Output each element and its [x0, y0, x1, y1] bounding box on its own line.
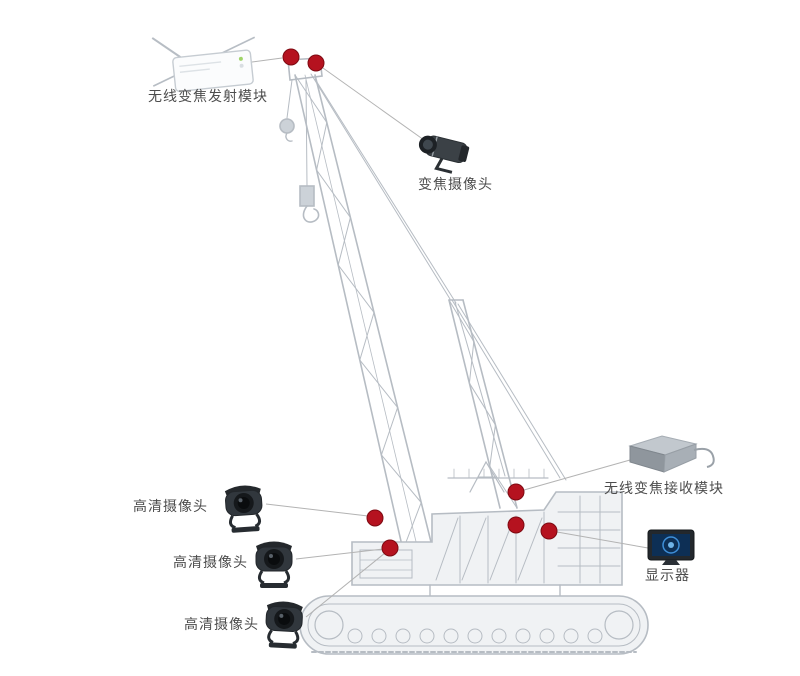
crane-superstructure: [351, 460, 623, 586]
connector-zoom-camera: [322, 67, 425, 141]
marker-body-right-1: [507, 483, 525, 501]
hd-camera-label-2: 高清摄像头: [173, 555, 248, 571]
connector-monitor: [556, 531, 649, 549]
crane-derrick-mast: [448, 299, 518, 509]
connector-hd-camera-1: [265, 503, 369, 517]
hd-camera-icon-3: [263, 599, 305, 651]
hd-camera-icon-2: [254, 540, 294, 590]
crane-main-boom: [287, 57, 434, 555]
crane-cables: [310, 73, 567, 481]
receiver-module-icon: [628, 435, 715, 473]
hd-camera-label-1: 高清摄像头: [133, 499, 208, 515]
transmitter-module-icon: [151, 36, 256, 93]
connector-transmitter: [251, 57, 283, 63]
marker-boom-tip-1: [282, 48, 300, 66]
transmitter-label: 无线变焦发射模块: [148, 89, 268, 105]
marker-body-right-2: [507, 516, 525, 534]
hd-camera-label-3: 高清摄像头: [184, 617, 259, 633]
connector-receiver: [523, 459, 631, 491]
monitor-label: 显示器: [645, 568, 690, 584]
position-markers: [282, 48, 558, 557]
monitor-icon: [647, 529, 695, 565]
zoom-camera-label: 变焦摄像头: [418, 177, 493, 193]
connector-lines: [251, 57, 649, 618]
marker-boom-tip-2: [307, 54, 325, 72]
crane-hook: [279, 79, 320, 223]
connector-hd-camera-2: [295, 548, 384, 560]
marker-body-left-1: [366, 509, 384, 527]
crane-crawler-tracks: [299, 584, 649, 655]
hd-camera-icon-1: [223, 482, 266, 535]
connector-hd-camera-3: [305, 552, 386, 618]
zoom-camera-icon: [418, 135, 470, 174]
marker-body-left-2: [381, 539, 399, 557]
crane-illustration: [279, 57, 649, 655]
marker-body-right-3: [540, 522, 558, 540]
receiver-label: 无线变焦接收模块: [604, 481, 724, 497]
